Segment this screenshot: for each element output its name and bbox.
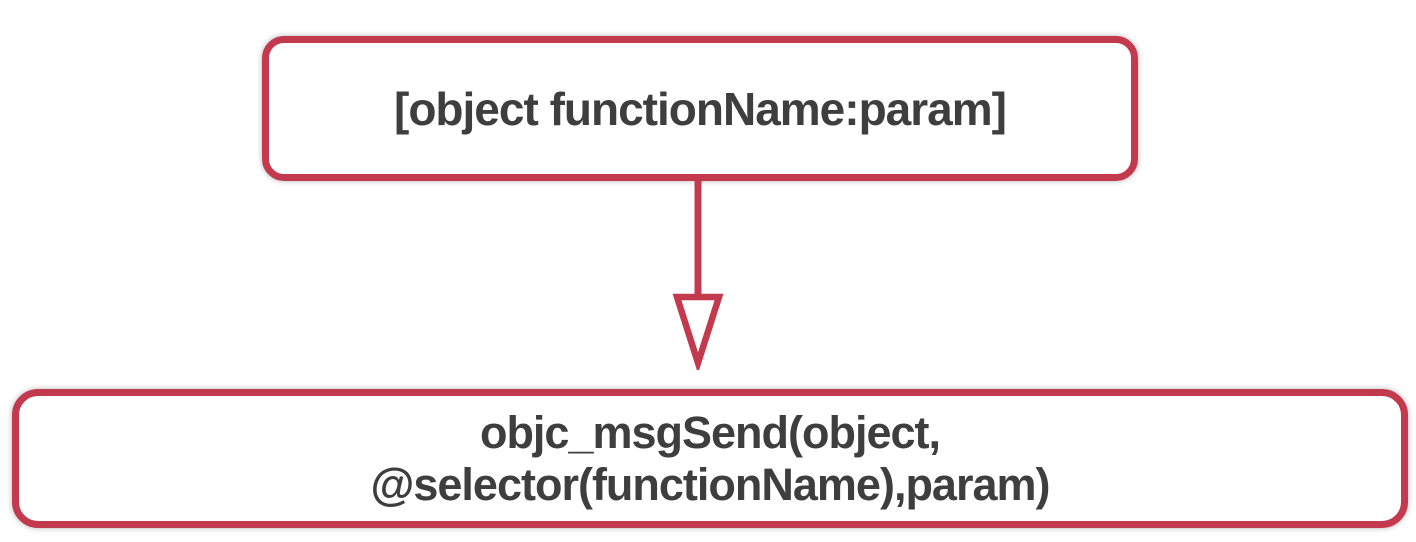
node-objc-msgsend-call-line1: objc_msgSend(object, (479, 407, 941, 459)
down-arrow-icon (672, 180, 724, 370)
node-objc-message-syntax: [object functionName:param] (262, 36, 1138, 181)
node-objc-message-syntax-label: [object functionName:param] (394, 82, 1007, 135)
node-objc-msgsend-call-line2: @selector(functionName),param) (370, 458, 1050, 510)
node-objc-msgsend-call: objc_msgSend(object, @selector(functionN… (12, 389, 1408, 528)
down-arrow-head (672, 293, 724, 370)
